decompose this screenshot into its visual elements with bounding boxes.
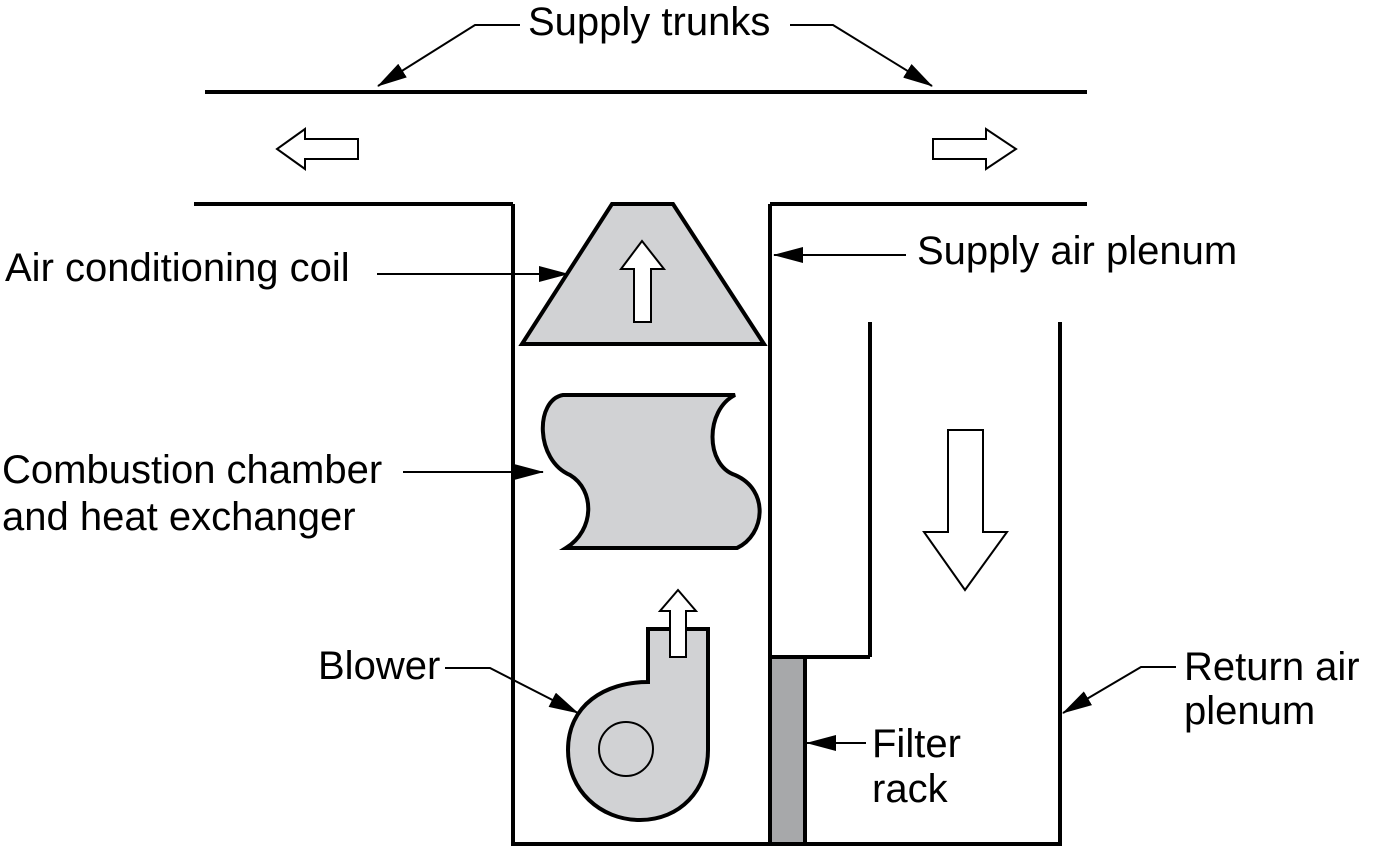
supply-flow-right-arrow <box>932 127 1018 171</box>
filter-rack-label-line2: rack <box>872 767 949 811</box>
blower-up-arrow <box>657 588 699 658</box>
return-air-plenum-leader <box>1062 666 1176 714</box>
combustion-chamber-label-line2: and heat exchanger <box>2 495 356 539</box>
return-air-plenum-label-line2: plenum <box>1184 689 1315 733</box>
filter-rack <box>768 655 807 846</box>
return-air-plenum-label-line1: Return air <box>1184 645 1360 689</box>
supply-trunks-label: Supply trunks <box>528 0 770 44</box>
supply-flow-left-arrow <box>275 127 359 171</box>
air-conditioning-coil-label: Air conditioning coil <box>5 246 350 290</box>
supply-trunks-leader-right <box>790 24 933 87</box>
combustion-chamber-label-line1: Combustion chamber <box>2 448 382 492</box>
blower-label: Blower <box>318 644 440 688</box>
supply-air-plenum-label: Supply air plenum <box>917 229 1237 273</box>
return-down-arrow <box>922 429 1009 592</box>
coil-up-arrow <box>619 239 667 323</box>
combustion-chamber-heat-exchanger <box>540 393 762 550</box>
filter-rack-label-line1: Filter <box>872 722 961 766</box>
supply-trunks-leader-left <box>377 24 520 87</box>
blower-wheel <box>598 721 654 777</box>
blower-leader <box>445 667 579 714</box>
